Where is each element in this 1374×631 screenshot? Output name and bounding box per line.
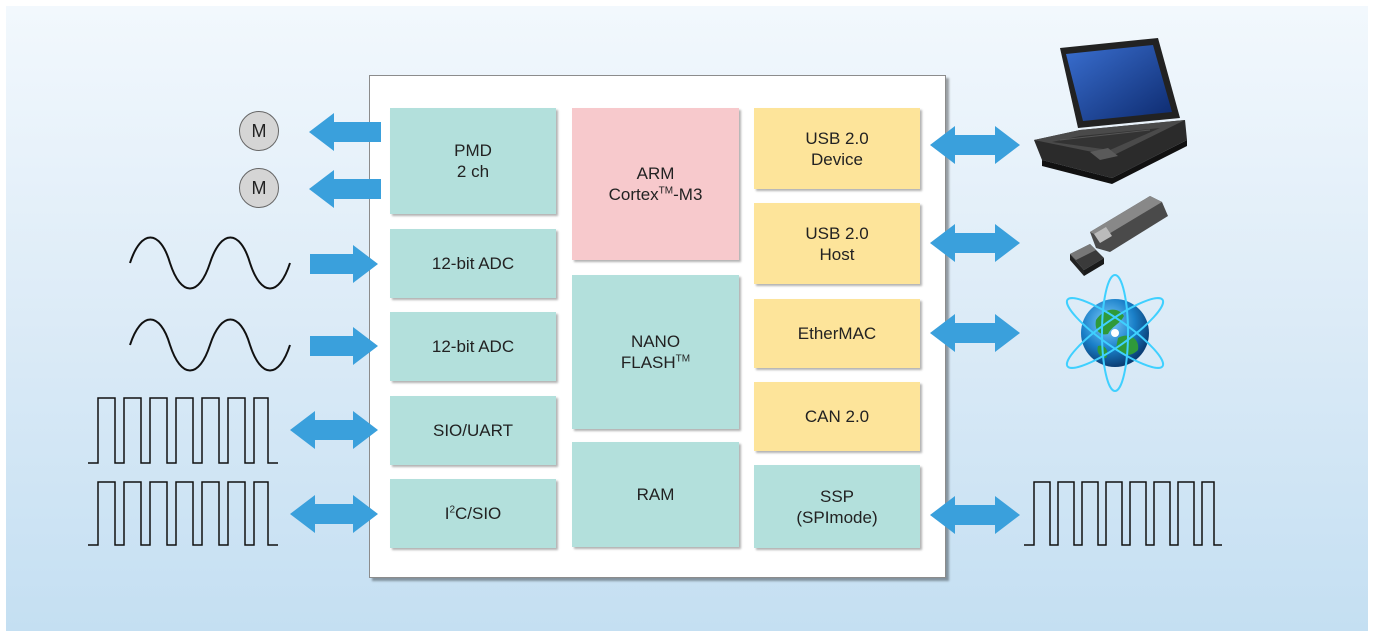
ssp-label: SSP bbox=[819, 486, 855, 506]
ram-block: RAM bbox=[572, 442, 739, 547]
bidirectional-arrow-icon bbox=[930, 496, 1020, 534]
can-label: CAN 2.0 bbox=[804, 407, 870, 426]
adc-block-1: 12-bit ADC bbox=[390, 229, 556, 298]
usb-device-block: USB 2.0 Device bbox=[754, 108, 920, 189]
bidirectional-arrow-icon bbox=[930, 314, 1020, 352]
globe-network-icon bbox=[1065, 274, 1165, 392]
usb-device-label: USB 2.0 bbox=[805, 128, 869, 148]
usb-device-sublabel: Device bbox=[811, 149, 863, 169]
usb-host-sublabel: Host bbox=[819, 244, 855, 264]
arrow-icon bbox=[310, 327, 378, 365]
square-wave-icon bbox=[88, 481, 278, 546]
sine-wave-icon bbox=[129, 236, 291, 290]
sio-uart-block: SIO/UART bbox=[390, 396, 556, 465]
ssp-mode-label: (SPImode) bbox=[796, 507, 878, 527]
ram-label: RAM bbox=[636, 485, 675, 504]
adc-block-2: 12-bit ADC bbox=[390, 312, 556, 381]
arrow-icon bbox=[309, 113, 381, 151]
square-wave-icon bbox=[1024, 481, 1222, 546]
bidirectional-arrow-icon bbox=[290, 411, 378, 449]
ethermac-label: EtherMAC bbox=[797, 324, 877, 343]
i2c-sio-block: I2C/SIO bbox=[390, 479, 556, 548]
usb-host-block: USB 2.0 Host bbox=[754, 203, 920, 284]
nano-label: NANO bbox=[630, 332, 681, 351]
i2c-sio-label: I2C/SIO bbox=[444, 504, 502, 523]
arrow-icon bbox=[309, 170, 381, 208]
arrow-icon bbox=[310, 245, 378, 283]
ssp-block: SSP (SPImode) bbox=[754, 465, 920, 548]
motor-icon: M bbox=[239, 168, 279, 208]
ethermac-block: EtherMAC bbox=[754, 299, 920, 368]
can-block: CAN 2.0 bbox=[754, 382, 920, 451]
flash-label: FLASHTM bbox=[620, 353, 691, 372]
square-wave-icon bbox=[88, 397, 278, 464]
sio-uart-label: SIO/UART bbox=[433, 421, 513, 440]
nano-flash-block: NANO FLASHTM bbox=[572, 275, 739, 429]
pmd-block: PMD 2 ch bbox=[390, 108, 556, 214]
pmd-label: PMD bbox=[454, 141, 492, 160]
usb-host-label: USB 2.0 bbox=[805, 223, 869, 243]
arm-cortex-block: ARM CortexTM-M3 bbox=[572, 108, 739, 260]
bidirectional-arrow-icon bbox=[290, 495, 378, 533]
motor-icon: M bbox=[239, 111, 279, 151]
adc-label-1: 12-bit ADC bbox=[431, 254, 515, 273]
cortex-label: CortexTM-M3 bbox=[608, 185, 703, 204]
adc-label-2: 12-bit ADC bbox=[431, 337, 515, 356]
bidirectional-arrow-icon bbox=[930, 224, 1020, 262]
arm-label: ARM bbox=[636, 164, 675, 183]
sine-wave-icon bbox=[129, 318, 291, 372]
usb-stick-icon bbox=[1070, 196, 1168, 276]
bidirectional-arrow-icon bbox=[930, 126, 1020, 164]
laptop-icon bbox=[1034, 38, 1187, 184]
pmd-channels-label: 2 ch bbox=[456, 162, 490, 181]
